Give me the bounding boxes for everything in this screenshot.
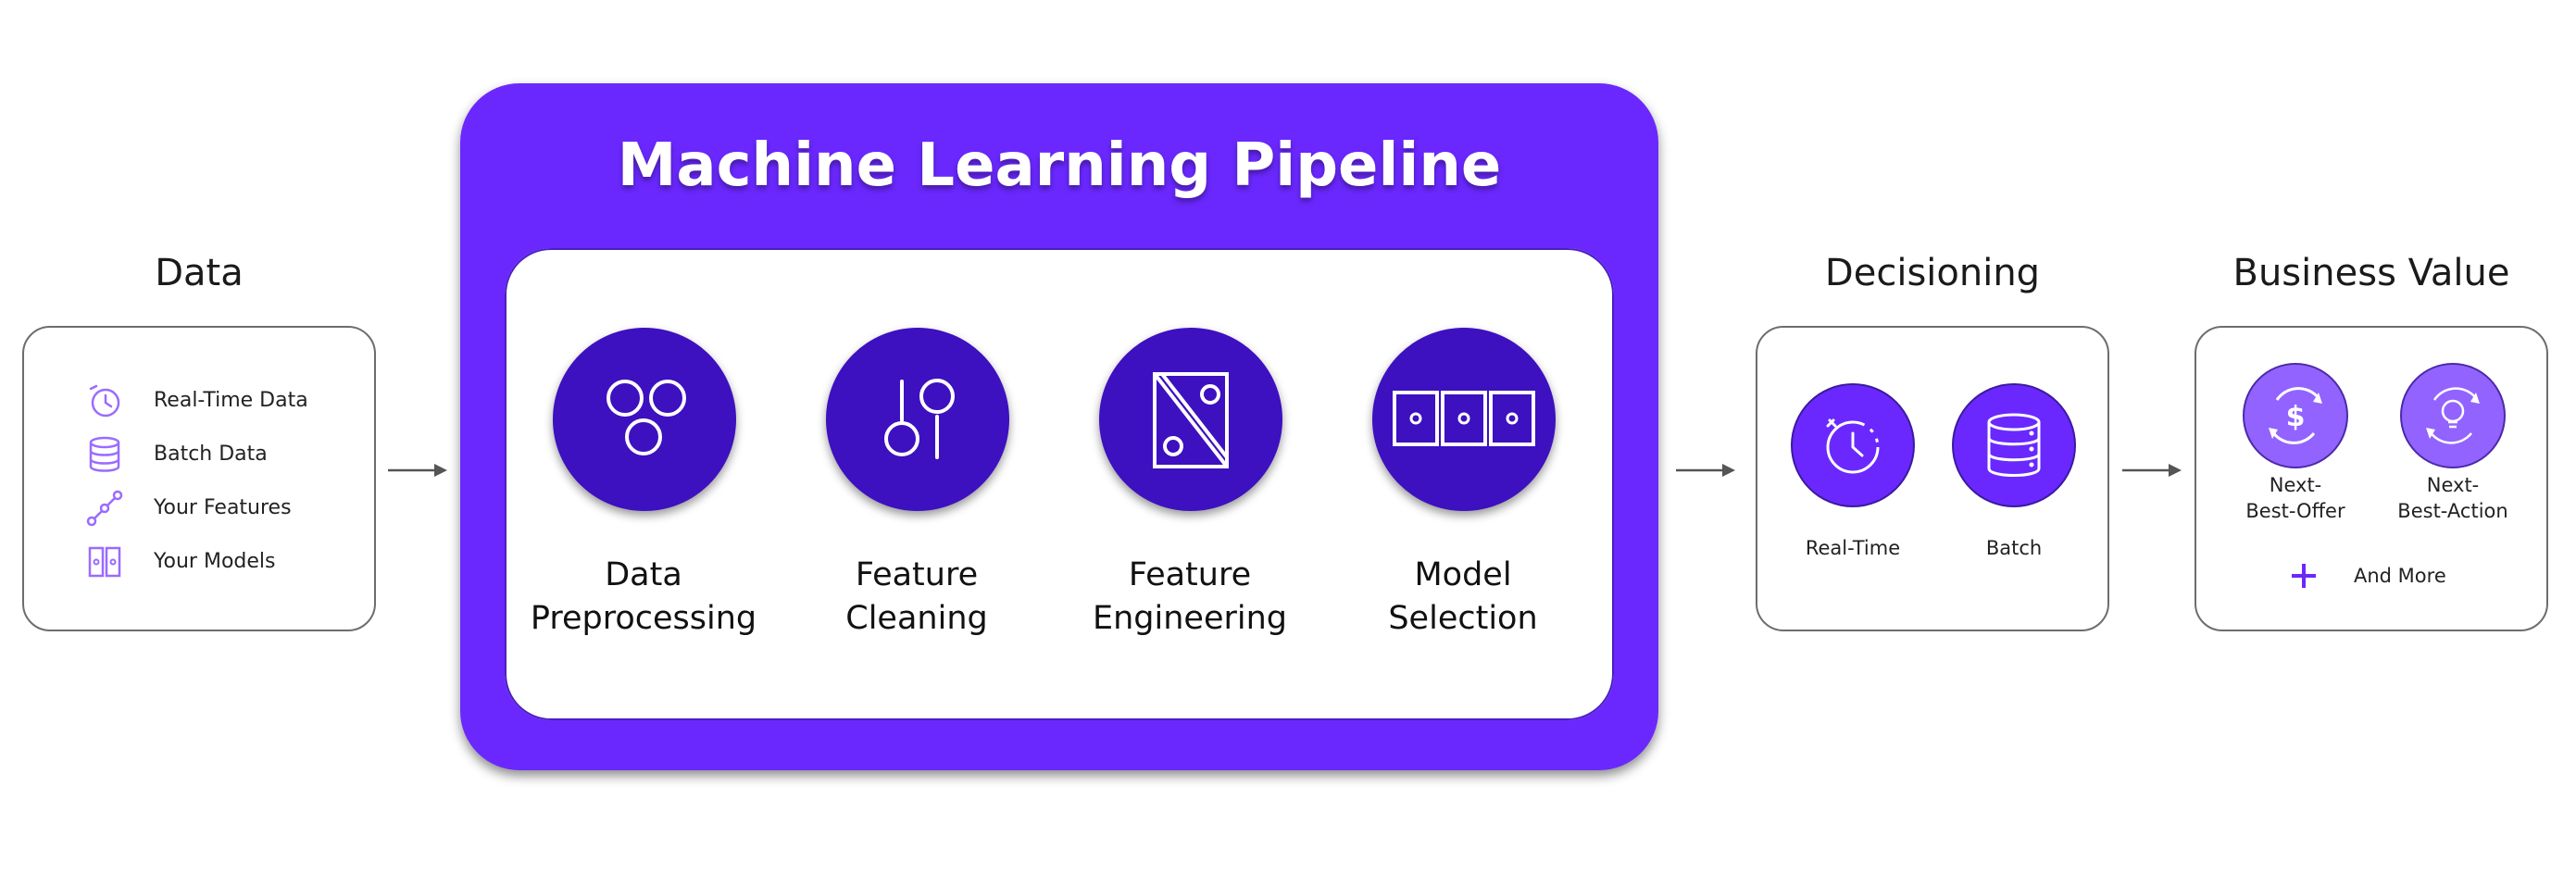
decision-label: Real-Time xyxy=(1805,537,1901,559)
three-boxes-icon xyxy=(1393,391,1535,446)
decision-batch-badge xyxy=(1954,385,2074,505)
database-icon xyxy=(1987,413,2041,477)
business-value-label: Next- Best-Action xyxy=(2397,474,2508,522)
business-value-card: $ Next- Best-Offer Next- Best-Action And… xyxy=(2195,326,2548,631)
data-item-models: Your Models xyxy=(24,541,374,587)
data-section-title: Data xyxy=(155,252,244,294)
business-value-label: Next- Best-Offer xyxy=(2245,474,2345,522)
split-rectangle-icon xyxy=(1153,372,1229,468)
step-icon-badge xyxy=(1099,328,1282,511)
step-label: Feature Engineering xyxy=(1093,556,1287,637)
data-item-realtime: Real-Time Data xyxy=(24,380,374,426)
features-icon xyxy=(86,490,123,527)
clock-icon xyxy=(89,384,120,418)
pipeline-step-selection: Model Selection xyxy=(1324,248,1602,720)
arrow-icon xyxy=(388,464,447,477)
three-circles-icon xyxy=(606,380,686,455)
and-more-label: And More xyxy=(2354,565,2446,587)
data-item-label: Your Features xyxy=(154,496,292,519)
arrow-icon xyxy=(1676,464,1735,477)
pipeline-title: Machine Learning Pipeline xyxy=(617,131,1502,200)
data-item-batch: Batch Data xyxy=(24,433,374,480)
pipeline-steps-panel: Data Preprocessing Feature Cleaning xyxy=(505,248,1614,720)
data-card: Real-Time Data Batch Data Your Features … xyxy=(22,326,376,631)
step-label: Feature Cleaning xyxy=(845,556,988,637)
decisioning-section-title: Decisioning xyxy=(1824,252,2041,294)
pipeline-panel: Machine Learning Pipeline Data Preproces… xyxy=(460,83,1658,770)
pipeline-step-cleaning: Feature Cleaning xyxy=(778,248,1056,720)
step-label: Model Selection xyxy=(1388,556,1538,637)
step-icon-badge xyxy=(826,328,1009,511)
data-item-label: Your Models xyxy=(154,550,276,573)
database-icon xyxy=(89,436,120,472)
decisioning-card: Real-Time Batch xyxy=(1756,326,2109,631)
decision-label: Batch xyxy=(1985,537,2043,559)
arrow-icon xyxy=(2122,464,2182,477)
sliders-icon xyxy=(884,379,955,459)
plus-icon xyxy=(2292,564,2316,588)
data-item-features: Your Features xyxy=(24,487,374,533)
next-best-offer-badge: $ xyxy=(2245,365,2346,467)
next-best-action-badge xyxy=(2402,365,2504,467)
decision-realtime-badge xyxy=(1793,385,1913,505)
clock-icon xyxy=(1826,418,1880,474)
dollar-cycle-icon: $ xyxy=(2269,387,2322,444)
models-icon xyxy=(88,546,121,578)
step-icon-badge xyxy=(553,328,736,511)
step-label: Data Preprocessing xyxy=(530,556,757,637)
step-icon-badge xyxy=(1372,328,1556,511)
lightbulb-cycle-icon xyxy=(2426,387,2480,444)
business-value-section-title: Business Value xyxy=(2232,252,2510,294)
pipeline-step-preprocessing: Data Preprocessing xyxy=(505,248,782,720)
data-item-label: Batch Data xyxy=(154,443,268,466)
pipeline-step-engineering: Feature Engineering xyxy=(1051,248,1329,720)
svg-text:$: $ xyxy=(2286,401,2306,433)
data-item-label: Real-Time Data xyxy=(154,389,308,412)
